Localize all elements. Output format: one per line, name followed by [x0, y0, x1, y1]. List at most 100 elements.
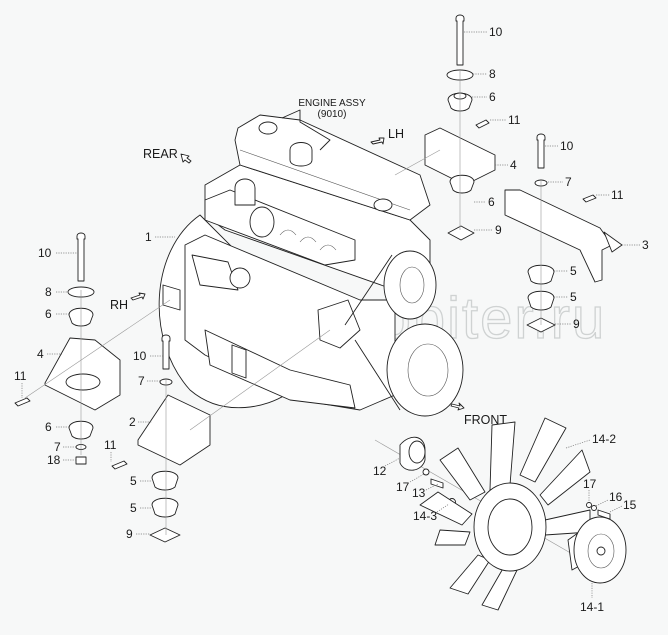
drive-belt — [344, 254, 401, 411]
part-washer-17-right — [586, 502, 592, 508]
breather-pipe — [281, 109, 331, 151]
lh-upper-mount — [394, 14, 496, 241]
oil-filler-cap — [258, 121, 278, 135]
callout-rh-rear-insulator-b: 5 — [130, 501, 137, 515]
callout-engine: 1 — [145, 230, 152, 244]
part-bolt-10 — [455, 14, 465, 66]
callout-rh-upper-insulator: 6 — [45, 307, 52, 321]
side-mount-boss — [231, 344, 247, 379]
part-insulator-5-center-lower — [151, 497, 179, 518]
callout-clutch-bolt: 15 — [623, 498, 637, 512]
fan-blade — [419, 491, 473, 526]
callout-lh-rear-plate: 9 — [573, 317, 580, 331]
rh-upper-mount — [14, 232, 171, 465]
callout-fan-clutch: 14-1 — [580, 600, 604, 614]
arrow-rh-icon — [130, 292, 146, 301]
part-bracket-3 — [504, 189, 613, 283]
thermostat-housing — [234, 178, 256, 206]
part-lockwasher-16 — [591, 505, 597, 511]
bracket-3-tab — [603, 231, 623, 253]
fan-blade — [489, 421, 516, 491]
callout-lh-rear-washer: 7 — [565, 175, 572, 189]
direction-rh-label: RH — [110, 298, 128, 312]
fan-assembly — [374, 417, 627, 611]
crank-pulley-hub — [407, 343, 449, 397]
part-bolt-10-rh — [536, 133, 546, 169]
fan-blade — [519, 417, 567, 483]
callout-lh-upper-washer: 8 — [489, 67, 496, 81]
callout-lh-upper-insulator: 6 — [489, 90, 496, 104]
assembly-line-2 — [24, 299, 171, 399]
callout-lh-rear-bolt: 10 — [560, 139, 574, 153]
part-plate-9-center — [149, 527, 181, 543]
callout-rh-rear-insulator-a: 5 — [130, 474, 137, 488]
callout-rh-rear-screw: 11 — [104, 438, 117, 452]
intake-manifold — [204, 189, 356, 266]
callout-lh-rear-insulator-a: 5 — [570, 264, 577, 278]
callout-rh-rear-bolt: 10 — [133, 349, 147, 363]
fan-blade — [439, 447, 486, 501]
starter-end — [229, 267, 251, 289]
clutch-inner — [587, 533, 615, 569]
part-screw-11-center — [111, 460, 128, 470]
bracket-bore — [65, 373, 101, 391]
part-plate-9 — [447, 225, 475, 241]
part-washer-17 — [422, 468, 430, 476]
callout-rh-rear-plate: 9 — [126, 527, 133, 541]
fan-blade — [539, 449, 591, 506]
callouts: 1 10 8 6 11 4 6 9 10 7 11 3 5 5 9 10 8 — [14, 25, 649, 614]
direction-rear-label: REAR — [143, 147, 178, 161]
leader — [436, 503, 450, 513]
direction-rear: REAR — [143, 147, 192, 164]
part-fan-clutch-14-1 — [567, 516, 627, 584]
leader — [409, 473, 425, 483]
assembly-line — [394, 149, 441, 176]
oil-filler-cap-2 — [373, 198, 393, 212]
part-bolt-10-left — [76, 232, 86, 282]
arrow-rear-icon — [180, 153, 192, 164]
callout-fan-spacer-washer: 17 — [396, 480, 410, 494]
fan-blade — [449, 554, 491, 595]
part-bracket-2 — [137, 394, 211, 466]
callout-bracket-lh-lower: 3 — [642, 238, 649, 252]
callout-fan-spacer: 12 — [373, 464, 387, 478]
callout-lh-rear-screw: 11 — [611, 188, 624, 202]
callout-rh-upper-bolt: 10 — [38, 246, 52, 260]
part-bolt-10-center — [161, 334, 171, 370]
water-pump-hub — [399, 266, 425, 304]
callout-rh-screw: 11 — [14, 369, 27, 383]
part-bolt-13 — [430, 478, 444, 489]
callout-rh-rear-washer: 7 — [138, 374, 145, 388]
alternator — [317, 299, 361, 349]
callout-bracket-lh-upper: 4 — [510, 158, 517, 172]
callout-bracket-rh-lower: 2 — [129, 415, 136, 429]
callout-lh-upper-screw: 11 — [508, 113, 521, 127]
part-insulator-5-center — [151, 470, 179, 491]
callout-fan-blade: 14-2 — [592, 432, 616, 446]
water-pump-pulley — [383, 250, 437, 320]
water-outlet — [249, 206, 275, 238]
lh-rear-mount — [504, 133, 623, 333]
rear-mount-boss — [162, 284, 181, 311]
callout-rh-nut: 18 — [47, 453, 61, 467]
assembly-line-3 — [189, 329, 331, 431]
assembly-title: ENGINE ASSY — [298, 98, 366, 109]
clutch-center — [596, 546, 606, 556]
direction-lh-label: LH — [388, 127, 404, 141]
callout-lh-lower-plate: 9 — [495, 223, 502, 237]
leader — [565, 439, 591, 449]
callout-fan-nut: 14-3 — [413, 509, 437, 523]
direction-rh: RH — [110, 292, 146, 312]
part-nut-18 — [75, 456, 87, 465]
part-bolt-15 — [597, 509, 611, 520]
arrow-front-icon — [450, 402, 465, 411]
callout-rh-lower-washer: 7 — [54, 440, 61, 454]
manifold-runners — [279, 229, 337, 251]
assembly-code: (9010) — [318, 109, 347, 120]
fan-blade — [434, 529, 471, 546]
callout-lh-lower-insulator: 6 — [488, 195, 495, 209]
callout-fan-spacer-bolt: 13 — [412, 486, 426, 500]
valve-cover — [234, 114, 431, 221]
direction-lh: LH — [370, 127, 404, 145]
